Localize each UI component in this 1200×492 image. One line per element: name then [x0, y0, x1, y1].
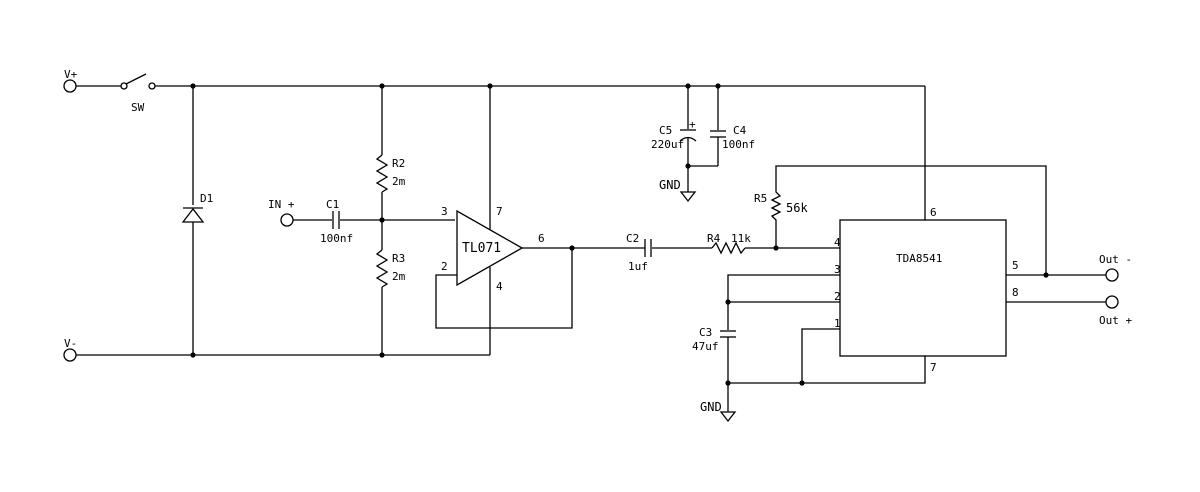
c2-ref: C2: [626, 232, 639, 245]
r4-ref: R4: [707, 232, 721, 245]
resistor-r4: R4 11k: [707, 232, 840, 255]
amp-pin4: 4: [834, 236, 841, 249]
junction-dot: [725, 380, 731, 386]
ground-symbol-bottom: GND: [700, 400, 737, 423]
capacitor-c2: C2 1uf: [626, 232, 712, 273]
amp-pin8: 8: [1012, 286, 1019, 299]
opamp-feedback-wire: [435, 248, 573, 329]
junction-dot: [685, 163, 691, 169]
ground-symbol-top: GND: [659, 178, 697, 203]
r3-value: 2m: [392, 270, 406, 283]
amp-pin7: 7: [930, 361, 937, 374]
capacitor-c1: C1 100nf: [293, 198, 455, 245]
vminus-terminal: V-: [63, 337, 77, 362]
r5-ref: R5: [754, 192, 767, 205]
resistor-r5: R5 56k: [754, 165, 1047, 275]
amp-name: TDA8541: [896, 252, 942, 265]
junction-dot: [379, 83, 385, 89]
power-switch: SW: [76, 73, 925, 114]
r3-ref: R3: [392, 252, 405, 265]
gnd-label-bottom: GND: [700, 400, 722, 414]
diode-d1: D1: [181, 86, 213, 355]
capacitor-c4: C4 100nf: [710, 86, 755, 166]
junction-dot: [379, 217, 385, 223]
junction-dot: [685, 83, 691, 89]
c4-ref: C4: [733, 124, 747, 137]
amp-pin3-wire: [727, 274, 840, 330]
junction-dot: [715, 83, 721, 89]
opamp-pin2: 2: [441, 260, 448, 273]
switch-label: SW: [131, 101, 145, 114]
amplifier-tda8541: TDA8541 1 2 3 4 5 6 7 8: [834, 206, 1019, 374]
c5-value: 220uf: [651, 138, 684, 151]
opamp-tl071: TL071 3 2 7 4 6: [441, 205, 545, 293]
input-terminal: IN +: [268, 198, 295, 227]
opamp-pin4: 4: [496, 280, 503, 293]
out-plus-label: Out +: [1099, 314, 1132, 327]
input-label: IN +: [268, 198, 295, 211]
junction-dot: [190, 352, 196, 358]
r5-value: 56k: [786, 201, 808, 215]
r2-ref: R2: [392, 157, 405, 170]
out-minus-terminal: Out -: [1099, 253, 1132, 282]
vplus-label: V+: [64, 68, 78, 81]
c3-value: 47uf: [692, 340, 719, 353]
opamp-pin7: 7: [496, 205, 503, 218]
out-minus-label: Out -: [1099, 253, 1132, 266]
c2-value: 1uf: [628, 260, 648, 273]
vminus-label: V-: [64, 337, 77, 350]
junction-dot: [569, 245, 575, 251]
junction-dot: [190, 83, 196, 89]
out-plus-terminal: Out +: [1099, 295, 1132, 327]
opamp-name: TL071: [462, 241, 501, 256]
capacitor-c5: + C5 220uf: [651, 86, 697, 166]
junction-dot: [799, 380, 805, 386]
capacitor-c3: C3 47uf: [692, 326, 736, 412]
opamp-pin6: 6: [538, 232, 545, 245]
c5-ref: C5: [659, 124, 672, 137]
resistor-r2: R2 2m: [375, 86, 406, 250]
r2-value: 2m: [392, 175, 406, 188]
vplus-terminal: V+: [63, 68, 78, 93]
diode-label: D1: [200, 192, 213, 205]
resistor-r3: R3 2m: [375, 249, 406, 355]
c1-ref: C1: [326, 198, 339, 211]
c4-value: 100nf: [722, 138, 755, 151]
c5-polarity: +: [689, 118, 696, 131]
c3-ref: C3: [699, 326, 712, 339]
junction-dots: [190, 83, 1049, 386]
amp-pin7-gnd-wire: [728, 356, 926, 384]
amp-pin2: 2: [834, 290, 841, 303]
junction-dot: [725, 299, 731, 305]
amp-pin6: 6: [930, 206, 937, 219]
gnd-label-top: GND: [659, 178, 681, 192]
c1-value: 100nf: [320, 232, 353, 245]
opamp-pin3: 3: [441, 205, 448, 218]
amp-pin3: 3: [834, 263, 841, 276]
amp-pin1: 1: [834, 317, 841, 330]
amp-pin1-wire: [801, 328, 840, 383]
junction-dot: [379, 352, 385, 358]
junction-dot: [487, 83, 493, 89]
r4-value: 11k: [731, 232, 751, 245]
junction-dot: [773, 245, 779, 251]
junction-dot: [1043, 272, 1049, 278]
amp-pin5: 5: [1012, 259, 1019, 272]
